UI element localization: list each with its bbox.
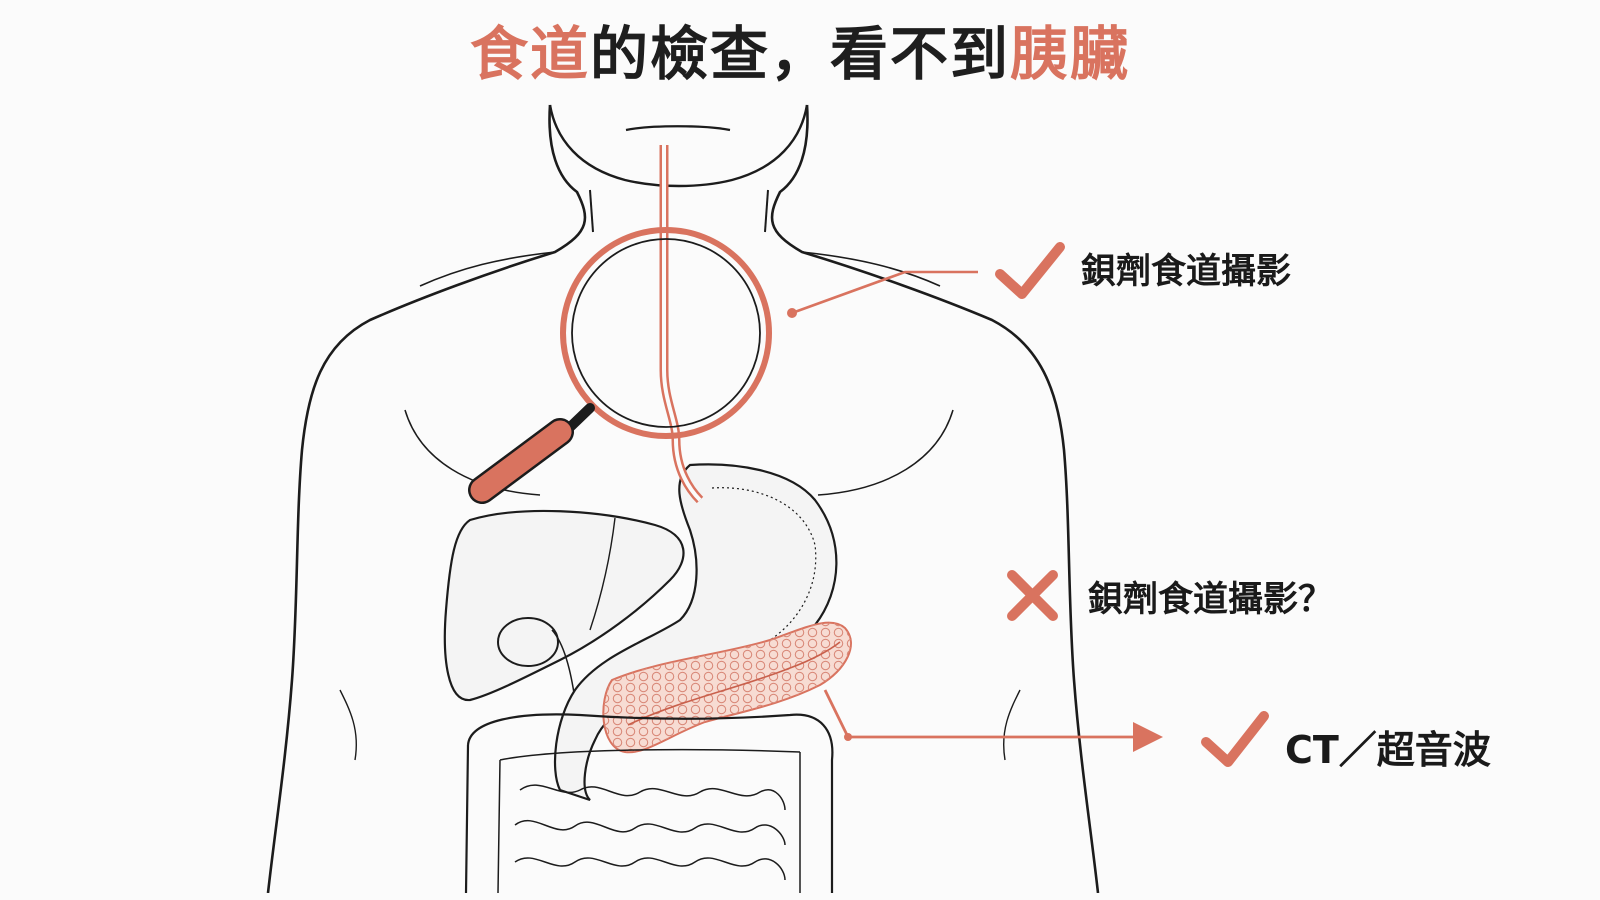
chest-contour-left: [404, 409, 541, 496]
neck-line: [764, 189, 769, 233]
neck-line: [589, 189, 594, 233]
label-barium-swallow: 鋇劑食道攝影: [1081, 252, 1292, 292]
magnifier-handle: [470, 420, 572, 502]
arrow-head-icon: [1133, 722, 1163, 752]
page-title: 食道的檢查，看不到胰臟: [0, 14, 1600, 94]
torso-outline: [266, 104, 587, 893]
magnifier-lens: [560, 227, 772, 439]
clavicle-left: [419, 251, 556, 287]
pancreatic-duct: [627, 641, 841, 726]
title-middle: 的檢查，看不到: [589, 20, 1010, 88]
chin-line: [625, 125, 731, 132]
stomach-fold: [711, 487, 817, 641]
magnifier-lens-inner: [571, 238, 761, 428]
title-pancreas: 胰臟: [1010, 20, 1131, 88]
pancreas-leader-dot: [844, 733, 852, 741]
pancreas-texture: [603, 622, 851, 753]
gallbladder: [497, 617, 559, 667]
check-icon: [1201, 711, 1269, 767]
torso-outline: [770, 104, 1100, 893]
lens-leader-line: [791, 270, 978, 315]
cross-icon: [1007, 570, 1058, 621]
pancreas-leader-line: [823, 689, 1150, 739]
esophagus: [659, 145, 704, 504]
label-ct-ultrasound: CT／超音波: [1285, 728, 1491, 772]
colon: [464, 713, 834, 893]
liver-lobe-line: [589, 517, 616, 631]
colon-inner: [497, 748, 801, 893]
small-intestine: [514, 784, 786, 881]
jaw-outline: [548, 104, 809, 188]
title-esophagus: 食道: [469, 20, 590, 88]
esophagus-lumen: [662, 145, 702, 502]
check-icon: [995, 242, 1065, 299]
abdomen-contour: [339, 689, 357, 761]
abdomen-contour: [1003, 689, 1021, 761]
label-barium-swallow-question: 鋇劑食道攝影？: [1088, 580, 1334, 620]
chest-contour-right: [817, 409, 954, 496]
clavicle-right: [801, 251, 941, 287]
